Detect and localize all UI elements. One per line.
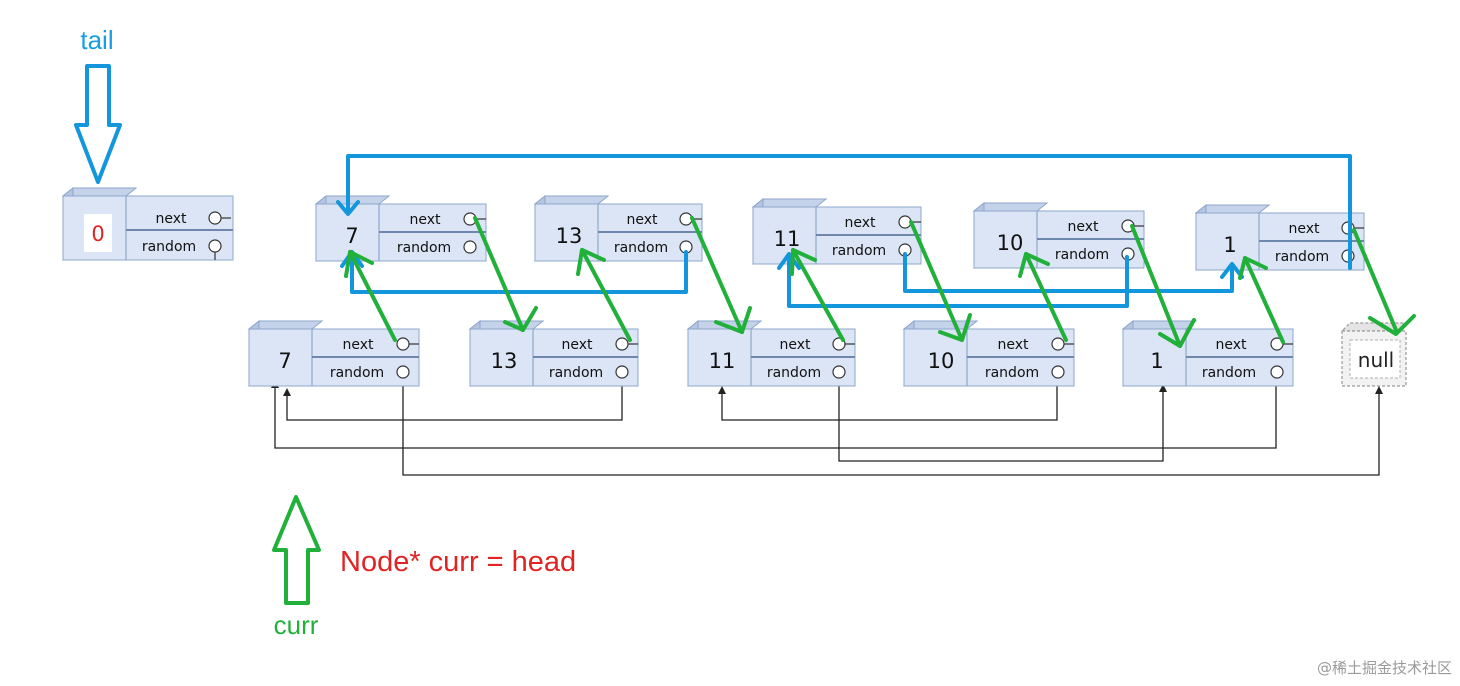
curr-label: curr	[274, 610, 319, 640]
original-node-value: 7	[278, 349, 291, 373]
tail-pointer: tail	[74, 25, 122, 184]
tail-label: tail	[80, 25, 113, 55]
random-link-7-to-null	[402, 372, 1383, 476]
copy-random-label: random	[397, 240, 451, 256]
dummy-node-value: 0	[91, 222, 104, 246]
copy-node-7: 7 next random	[314, 194, 487, 263]
watermark: @稀土掘金技术社区	[1317, 659, 1452, 677]
original-node-value: 1	[1150, 349, 1163, 373]
copy-node-value: 11	[774, 227, 801, 251]
tail-arrow-icon	[74, 64, 122, 184]
random-link-11-to-1	[838, 372, 1167, 462]
copy-next-label: next	[844, 215, 876, 231]
original-next-label: next	[1215, 337, 1247, 353]
random-link-1-to-7	[271, 372, 1277, 449]
copy-node-value: 10	[997, 231, 1024, 255]
original-node-10: 10 next random	[902, 319, 1075, 388]
copy-random-links	[336, 154, 1352, 308]
copy-node-13: 13 next random	[533, 194, 703, 263]
original-node-value: 13	[491, 349, 518, 373]
original-next-label: next	[997, 337, 1029, 353]
interleave-links	[344, 216, 1416, 348]
original-random-label: random	[767, 365, 821, 381]
copy-random-label: random	[614, 240, 668, 256]
original-node-13: 13 next random	[468, 319, 639, 388]
copy-node-value: 13	[556, 224, 583, 248]
original-next-label: next	[342, 337, 374, 353]
original-random-label: random	[330, 365, 384, 381]
blue-link-10-to-11	[787, 255, 1129, 308]
dummy-next-label: next	[155, 211, 187, 227]
copy-random-label: random	[832, 243, 886, 259]
copy-next-label: next	[409, 212, 441, 228]
copy-node-value: 7	[345, 224, 358, 248]
copy-next-label: next	[1288, 221, 1320, 237]
dummy-random-label: random	[142, 239, 196, 255]
random-link-13-to-7	[283, 372, 623, 421]
original-random-label: random	[985, 365, 1039, 381]
blue-link-11-to-1	[903, 252, 1234, 293]
original-node-7: 7 next random	[247, 319, 420, 388]
code-annotation: Node* curr = head	[340, 546, 576, 578]
original-node-11: 11 next random	[686, 319, 856, 388]
original-node-value: 10	[928, 349, 955, 373]
copy-node-value: 1	[1223, 233, 1236, 257]
curr-pointer: curr Node* curr = head	[272, 495, 576, 640]
copy-node-1: 1 next random	[1194, 203, 1365, 272]
copy-random-label: random	[1275, 249, 1329, 265]
random-link-10-to-11	[718, 372, 1058, 421]
blue-link-1-to-7	[346, 154, 1352, 270]
original-next-label: next	[779, 337, 811, 353]
original-node-value: 11	[709, 349, 736, 373]
copy-next-label: next	[626, 212, 658, 228]
copy-node-11: 11 next random	[751, 197, 922, 266]
original-random-label: random	[1202, 365, 1256, 381]
blue-link-13-to-7	[350, 250, 688, 294]
copy-node-10: 10 next random	[972, 201, 1145, 270]
copy-random-label: random	[1055, 247, 1109, 263]
dummy-node: 0 next random	[61, 186, 234, 262]
original-next-label: next	[561, 337, 593, 353]
null-label: null	[1358, 348, 1394, 372]
original-node-1: 1 next random	[1121, 319, 1294, 388]
original-random-label: random	[549, 365, 603, 381]
random-links	[271, 372, 1383, 476]
curr-arrow-icon	[272, 495, 321, 605]
copy-next-label: next	[1067, 219, 1099, 235]
